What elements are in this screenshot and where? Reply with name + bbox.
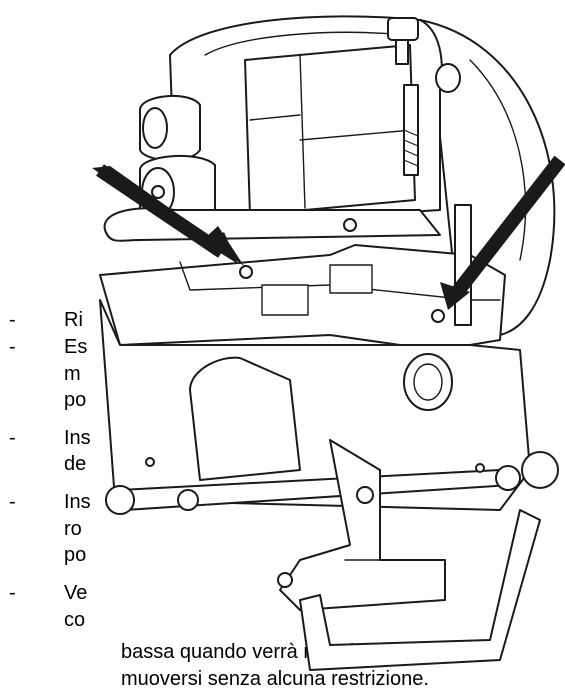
pointer-arrow-right: [440, 155, 565, 310]
list-item-text: muoversi senza alcuna restrizione.: [121, 668, 429, 690]
list-bullet: -: [9, 336, 16, 358]
list-bullet: -: [9, 309, 16, 331]
list-item-text: po: [64, 389, 87, 411]
list-item-text: Ins: [64, 427, 91, 449]
list-item-text: Es: [64, 336, 88, 358]
list-bullet: -: [9, 427, 16, 449]
list-item-text: po: [64, 544, 87, 566]
list-bullet: -: [9, 491, 16, 513]
list-item-text: de: [64, 453, 87, 475]
list-bullet: -: [9, 582, 16, 604]
list-item-text: Ri: [64, 309, 83, 331]
list-item-text: m: [64, 363, 81, 385]
list-item-text: ro: [64, 518, 82, 540]
pointer-arrow-left: [92, 164, 244, 266]
list-item-text: Ve: [64, 582, 88, 604]
list-item-text: Ins: [64, 491, 91, 513]
list-item-text: co: [64, 609, 86, 631]
